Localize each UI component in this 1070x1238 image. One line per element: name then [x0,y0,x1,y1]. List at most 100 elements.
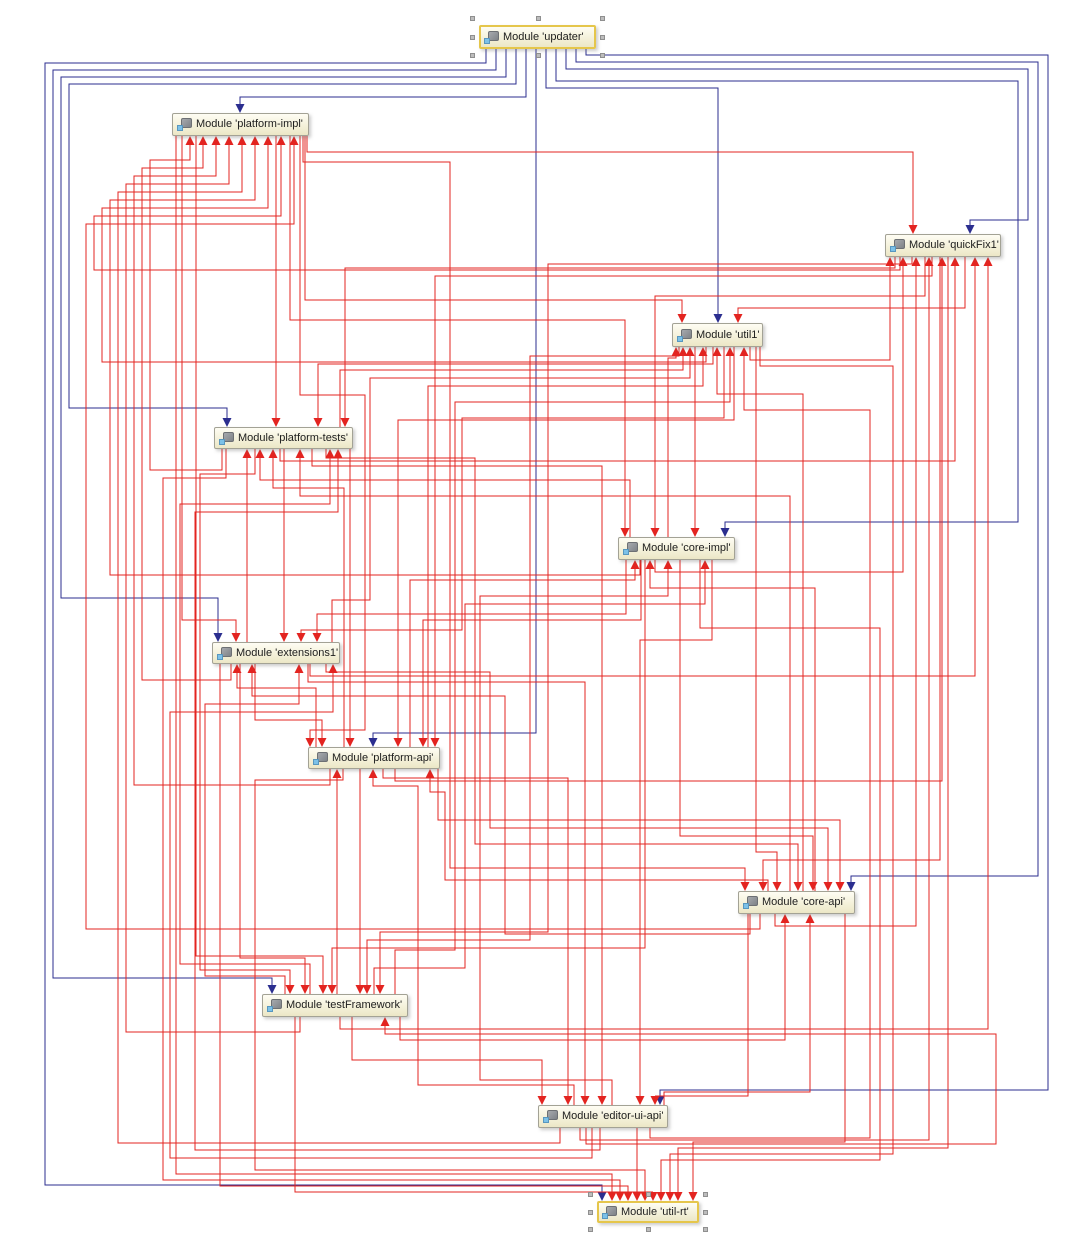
dependency-edge[interactable] [239,664,306,985]
module-node-util1[interactable]: Module 'util1' [672,323,763,347]
dependency-edge[interactable] [654,266,904,573]
dependency-edge[interactable] [93,145,901,271]
dependency-edge[interactable] [302,136,746,882]
dependency-edge[interactable] [299,458,791,891]
dependency-edge[interactable] [351,1017,543,1096]
dependency-edge[interactable] [219,664,629,1192]
dependency-edge[interactable] [437,769,841,882]
selection-handle[interactable] [588,1227,593,1232]
dependency-edge[interactable] [749,266,891,361]
dependency-edge[interactable] [300,347,725,633]
module-node-util-rt[interactable]: Module 'util-rt' [597,1201,699,1223]
dependency-edge[interactable] [679,560,814,882]
dependency-edge[interactable] [555,49,1019,528]
selection-handle[interactable] [703,1227,708,1232]
module-node-core-api[interactable]: Module 'core-api' [738,891,855,914]
dependency-edge[interactable] [394,356,731,994]
dependency-edge[interactable] [52,49,497,985]
dependency-edge[interactable] [660,560,881,1192]
selection-handle[interactable] [703,1210,708,1215]
dependency-edge[interactable] [716,356,804,891]
dependency-edge[interactable] [236,673,317,747]
selection-handle[interactable] [470,53,475,58]
dependency-edge[interactable] [762,257,941,882]
module-node-testFramework[interactable]: Module 'testFramework' [262,994,408,1017]
dependency-edge[interactable] [649,569,816,891]
dependency-edge[interactable] [397,347,735,738]
dependency-edge[interactable] [409,569,636,769]
selection-handle[interactable] [588,1210,593,1215]
dependency-edge[interactable] [325,449,799,882]
dependency-edge[interactable] [339,266,989,1030]
selection-handle[interactable] [588,1192,593,1197]
dependency-edge[interactable] [755,347,778,882]
selection-handle[interactable] [535,16,541,21]
dependency-edge[interactable] [289,136,626,528]
selection-handle[interactable] [535,53,541,58]
dependency-edge[interactable] [299,136,366,738]
dependency-edge[interactable] [382,769,569,1096]
module-node-extensions1[interactable]: Module 'extensions1' [212,642,340,664]
dependency-edge[interactable] [109,145,641,576]
dependency-edge[interactable] [545,49,719,314]
dependency-edge[interactable] [307,664,586,1096]
dependency-edge[interactable] [427,356,704,747]
dependency-edge[interactable] [259,458,631,537]
dependency-edge[interactable] [204,673,300,994]
dependency-edge[interactable] [309,266,976,677]
dependency-edge[interactable] [125,145,301,1033]
dependency-edge[interactable] [565,49,1029,225]
dependency-edge[interactable] [325,664,829,882]
dependency-edge[interactable] [279,266,956,462]
module-node-quickFix1[interactable]: Module 'quickFix1' [885,234,1001,257]
dependency-edge[interactable] [692,914,846,1192]
dependency-edge[interactable] [169,673,593,1159]
dependency-edge[interactable] [373,569,706,994]
dependency-edge[interactable] [239,49,527,104]
dependency-edge[interactable] [175,136,613,1192]
dependency-edge[interactable] [344,257,896,418]
dependency-edge[interactable] [379,257,913,985]
dependency-edge[interactable] [85,145,761,930]
dependency-edge[interactable] [575,49,1039,882]
dependency-edge[interactable] [101,145,707,363]
dependency-edge[interactable] [133,145,331,786]
dependency-edge[interactable] [117,145,561,1144]
dependency-edge[interactable] [384,1026,997,1145]
selection-handle[interactable] [600,35,605,40]
dependency-edge[interactable] [179,458,331,994]
selection-handle[interactable] [470,35,475,40]
dependency-edge[interactable] [394,266,943,782]
dependency-edge[interactable] [251,673,751,935]
module-node-platform-impl[interactable]: Module 'platform-impl' [172,113,309,136]
selection-handle[interactable] [600,53,605,58]
dependency-edge[interactable] [141,145,232,681]
dependency-edge[interactable] [479,569,669,1105]
selection-handle[interactable] [600,16,605,21]
dependency-edge[interactable] [737,257,966,314]
dependency-edge[interactable] [68,49,517,418]
module-node-platform-tests[interactable]: Module 'platform-tests' [214,427,353,449]
dependency-edge[interactable] [663,923,811,1105]
dependency-edge[interactable] [195,136,324,985]
dependency-edge[interactable] [372,778,575,1105]
dependency-edge[interactable] [304,136,683,314]
selection-handle[interactable] [470,16,475,21]
dependency-edge[interactable] [579,266,930,1141]
dependency-edge[interactable] [331,356,691,642]
dependency-edge[interactable] [60,49,507,633]
selection-handle[interactable] [646,1227,651,1232]
dependency-edge[interactable] [311,449,603,1096]
dependency-edge[interactable] [331,560,646,985]
dependency-edge[interactable] [585,49,1049,1096]
dependency-edge[interactable] [339,356,684,427]
dependency-edge[interactable] [655,914,749,1097]
selection-handle[interactable] [646,1192,651,1197]
dependency-edge[interactable] [639,560,713,1096]
dependency-edge[interactable] [422,560,642,738]
dependency-edge[interactable] [162,449,621,1192]
dependency-edge[interactable] [272,458,345,747]
dependency-edge[interactable] [294,1017,653,1193]
module-node-core-impl[interactable]: Module 'core-impl' [618,537,735,560]
